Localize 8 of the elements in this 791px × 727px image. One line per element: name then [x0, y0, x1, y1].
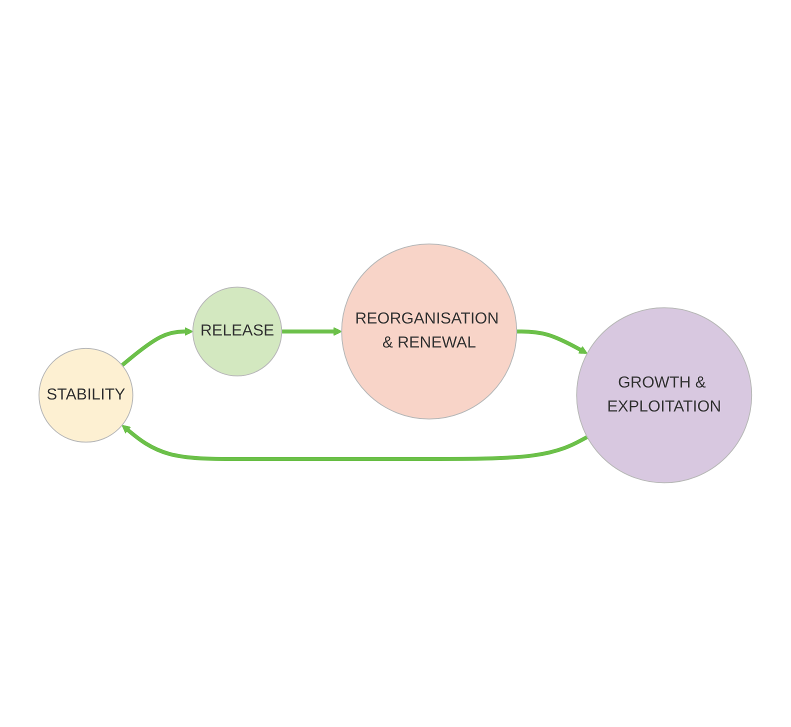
- arrow: [282, 327, 342, 336]
- node-circle: REORGANISATION & RENEWAL: [341, 244, 518, 420]
- node-circle: STABILITY: [38, 348, 134, 443]
- arrow: [122, 424, 588, 462]
- arrow: [120, 327, 194, 367]
- arrow: [516, 330, 588, 354]
- node-circle: RELEASE: [192, 286, 282, 377]
- node-circle: GROWTH & EXPLOITATION: [576, 307, 752, 484]
